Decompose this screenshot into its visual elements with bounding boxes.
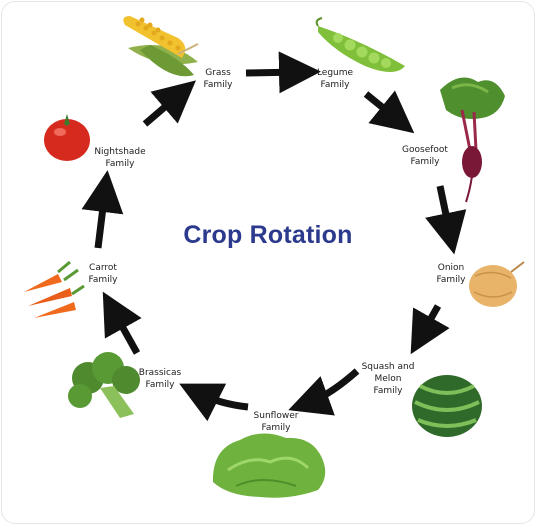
label-carrot-family: Carrot Family	[63, 262, 143, 286]
label-goosefoot-family: Goosefoot Family	[385, 144, 465, 168]
label-nightshade-family: Nightshade Family	[80, 146, 160, 170]
peapod-icon	[317, 18, 405, 72]
arrow-brassicas-to-carrot	[113, 310, 137, 353]
arrow-sunflower-to-brassicas	[198, 393, 248, 407]
arrow-nightshade-to-grass	[145, 94, 180, 124]
label-sunflower-family: Sunflower Family	[236, 410, 316, 434]
label-legume-family: Legume Family	[295, 67, 375, 91]
arrow-legume-to-goosefoot	[366, 94, 398, 120]
label-onion-family: Onion Family	[411, 262, 491, 286]
label-brassicas-family: Brassicas Family	[120, 367, 200, 391]
label-squash-melon-family: Squash and Melon Family	[348, 361, 428, 397]
label-grass-family: Grass Family	[178, 67, 258, 91]
lettuce-icon	[213, 433, 325, 497]
diagram-title: Crop Rotation	[0, 221, 536, 250]
arrow-onion-to-squash	[421, 306, 438, 336]
beet-icon	[440, 78, 505, 203]
